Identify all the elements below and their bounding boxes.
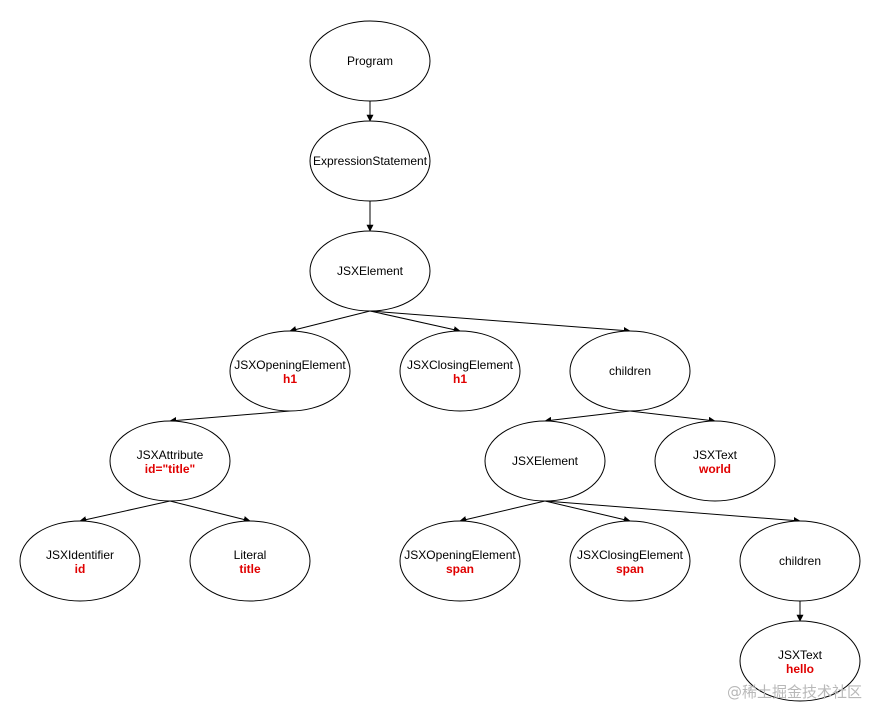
node-value: h1 <box>283 372 297 386</box>
edge-jsx-opening-element-h1-to-jsx-attribute <box>169 410 291 424</box>
node-label: JSXText <box>778 648 823 662</box>
node-ellipse <box>189 520 311 602</box>
node-label: JSXClosingElement <box>407 358 514 372</box>
node-value: h1 <box>453 372 467 386</box>
edge-jsx-attribute-to-literal <box>169 500 251 523</box>
node-label: ExpressionStatement <box>313 154 428 168</box>
node-value: span <box>446 562 474 576</box>
node-children-root: children <box>569 330 691 412</box>
node-ellipse <box>484 420 606 502</box>
node-label: JSXAttribute <box>137 448 204 462</box>
nodes-layer: ProgramExpressionStatementJSXElementJSXO… <box>19 20 861 702</box>
node-ellipse <box>739 520 861 602</box>
edge-jsx-attribute-to-jsx-identifier <box>79 500 171 524</box>
node-ellipse <box>309 230 431 312</box>
node-jsx-element-span: JSXElement <box>484 420 606 502</box>
edge-jsx-element-root-to-children-root <box>369 310 631 335</box>
node-ellipse <box>309 120 431 202</box>
edge-children-root-to-jsx-element-span <box>544 410 631 424</box>
watermark-text: @稀土掘金技术社区 <box>727 683 862 701</box>
node-label: JSXIdentifier <box>46 548 114 562</box>
node-jsx-element-root: JSXElement <box>309 230 431 312</box>
node-expression-statement: ExpressionStatement <box>309 120 431 202</box>
edge-jsx-element-span-to-jsx-opening-element-span <box>459 500 546 523</box>
node-value: hello <box>786 662 814 676</box>
node-ellipse <box>739 620 861 702</box>
node-value: world <box>698 462 731 476</box>
node-value: id <box>75 562 86 576</box>
edge-jsx-element-span-to-jsx-closing-element-span <box>544 500 631 523</box>
node-ellipse <box>229 330 351 412</box>
node-ellipse <box>309 20 431 102</box>
edge-jsx-element-span-to-children-span <box>544 500 801 524</box>
node-label: Literal <box>234 548 267 562</box>
node-label: Program <box>347 54 393 68</box>
node-label: children <box>609 364 651 378</box>
node-label: JSXElement <box>337 264 404 278</box>
edge-jsx-element-root-to-jsx-closing-element-h1 <box>369 310 461 334</box>
node-value: id="title" <box>145 462 195 476</box>
node-ellipse <box>654 420 776 502</box>
node-ellipse <box>109 420 231 502</box>
node-ellipse <box>569 520 691 602</box>
node-label: children <box>779 554 821 568</box>
node-label: JSXOpeningElement <box>234 358 346 372</box>
node-ellipse <box>569 330 691 412</box>
node-program: Program <box>309 20 431 102</box>
node-label: JSXClosingElement <box>577 548 684 562</box>
node-ellipse <box>399 520 521 602</box>
node-ellipse <box>399 330 521 412</box>
node-value: span <box>616 562 644 576</box>
node-children-span: children <box>739 520 861 602</box>
edges-layer <box>79 101 804 622</box>
edge-jsx-element-root-to-jsx-opening-element-h1 <box>289 310 371 333</box>
node-label: JSXOpeningElement <box>404 548 516 562</box>
node-label: JSXText <box>693 448 738 462</box>
node-value: title <box>239 562 261 576</box>
node-label: JSXElement <box>512 454 579 468</box>
edge-children-root-to-jsx-text-world <box>629 410 716 424</box>
node-ellipse <box>19 520 141 602</box>
